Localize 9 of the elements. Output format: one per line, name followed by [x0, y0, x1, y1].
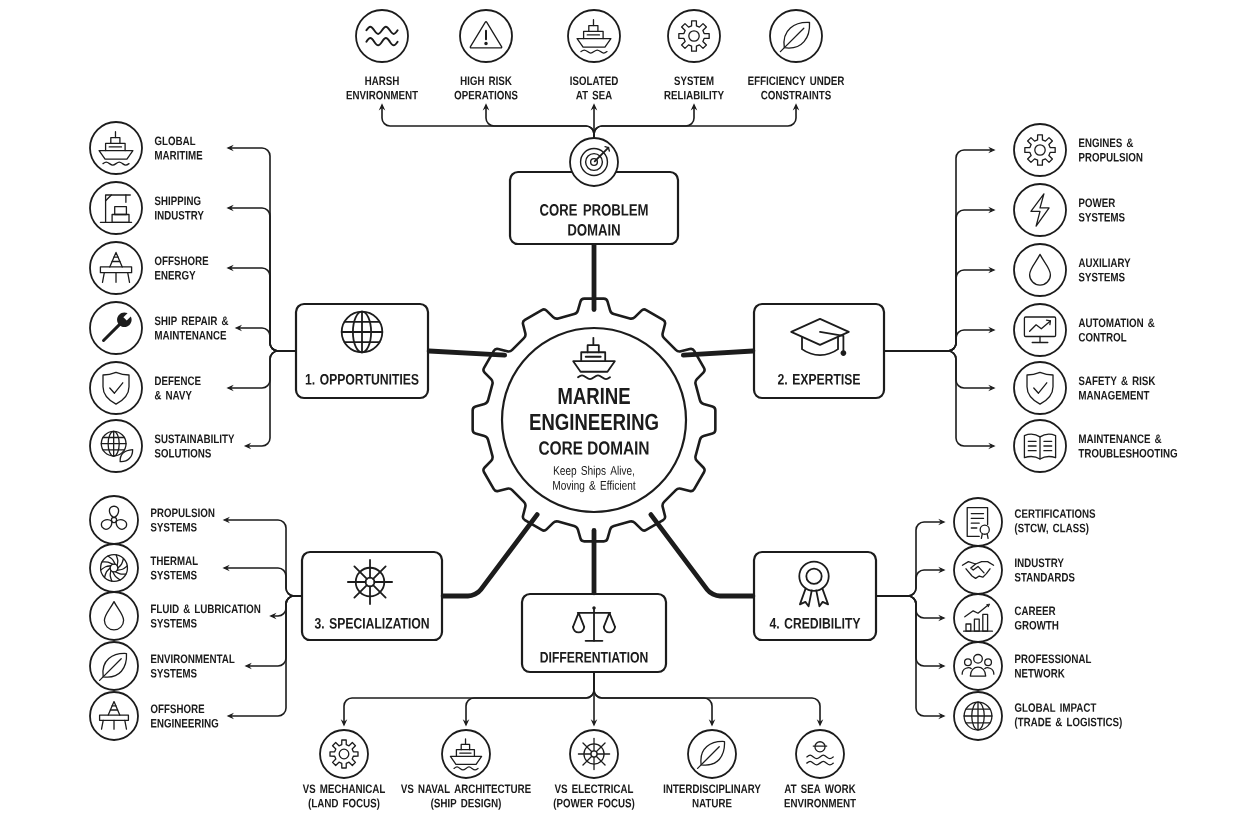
center-subtitle: CORE DOMAIN: [539, 441, 649, 455]
connector-line: [591, 528, 597, 596]
connector-line: [440, 512, 540, 599]
connector-line: [426, 348, 508, 358]
center-title: MARINE ENGINEERING: [530, 387, 658, 431]
connector-line: [680, 348, 756, 358]
problem-box: CORE PROBLEM DOMAIN: [508, 170, 680, 246]
connector-line: [648, 512, 756, 599]
connector-line: [591, 243, 597, 312]
